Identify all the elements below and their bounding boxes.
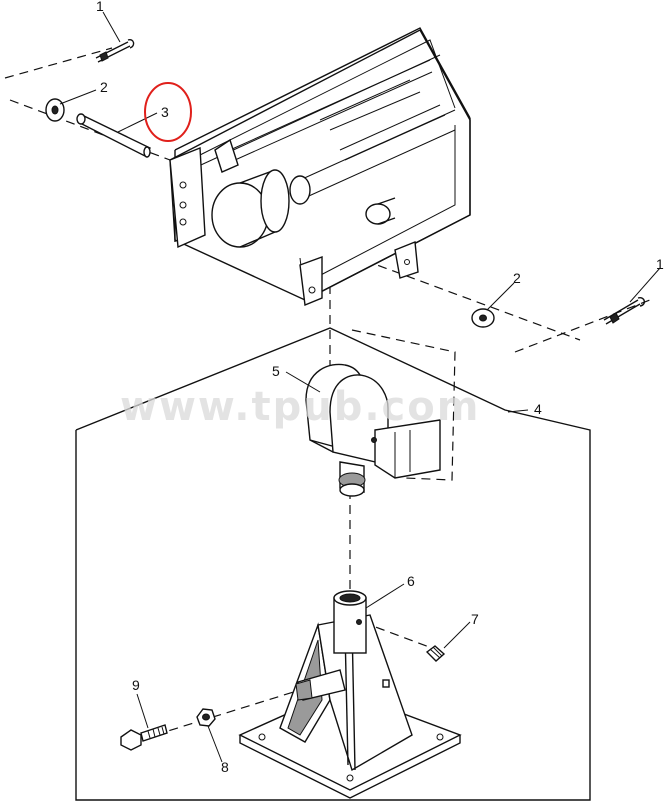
callout-1-right: 1 xyxy=(656,256,664,272)
callout-9: 9 xyxy=(132,677,140,693)
callout-4: 4 xyxy=(534,401,542,417)
pin-3 xyxy=(76,113,152,158)
upper-housing-assembly xyxy=(169,27,471,306)
nut-8 xyxy=(196,708,216,727)
bolt-9 xyxy=(120,724,168,751)
item-4-boundary xyxy=(75,327,591,801)
callout-8: 8 xyxy=(221,759,229,775)
washer-2-top xyxy=(45,98,65,122)
callout-3: 3 xyxy=(161,104,169,120)
callout-2-right: 2 xyxy=(513,270,521,286)
bearing-block-5 xyxy=(305,363,441,497)
stand-6 xyxy=(238,590,462,799)
watermark: www.tpub.com xyxy=(120,384,480,430)
callout-5: 5 xyxy=(272,363,280,379)
callout-7: 7 xyxy=(471,611,479,627)
callout-2-top: 2 xyxy=(100,79,108,95)
highlight-circle xyxy=(144,82,192,142)
callout-numbers: 1 2 3 2 1 4 5 6 7 8 9 xyxy=(96,0,664,775)
cotter-pin-1-top xyxy=(95,38,135,63)
set-screw-7 xyxy=(425,645,446,662)
leader-lines xyxy=(59,11,661,763)
cotter-pin-1-right xyxy=(603,297,645,325)
washer-2-right xyxy=(471,308,495,328)
callout-6: 6 xyxy=(407,573,415,589)
callout-1-top: 1 xyxy=(96,0,104,14)
